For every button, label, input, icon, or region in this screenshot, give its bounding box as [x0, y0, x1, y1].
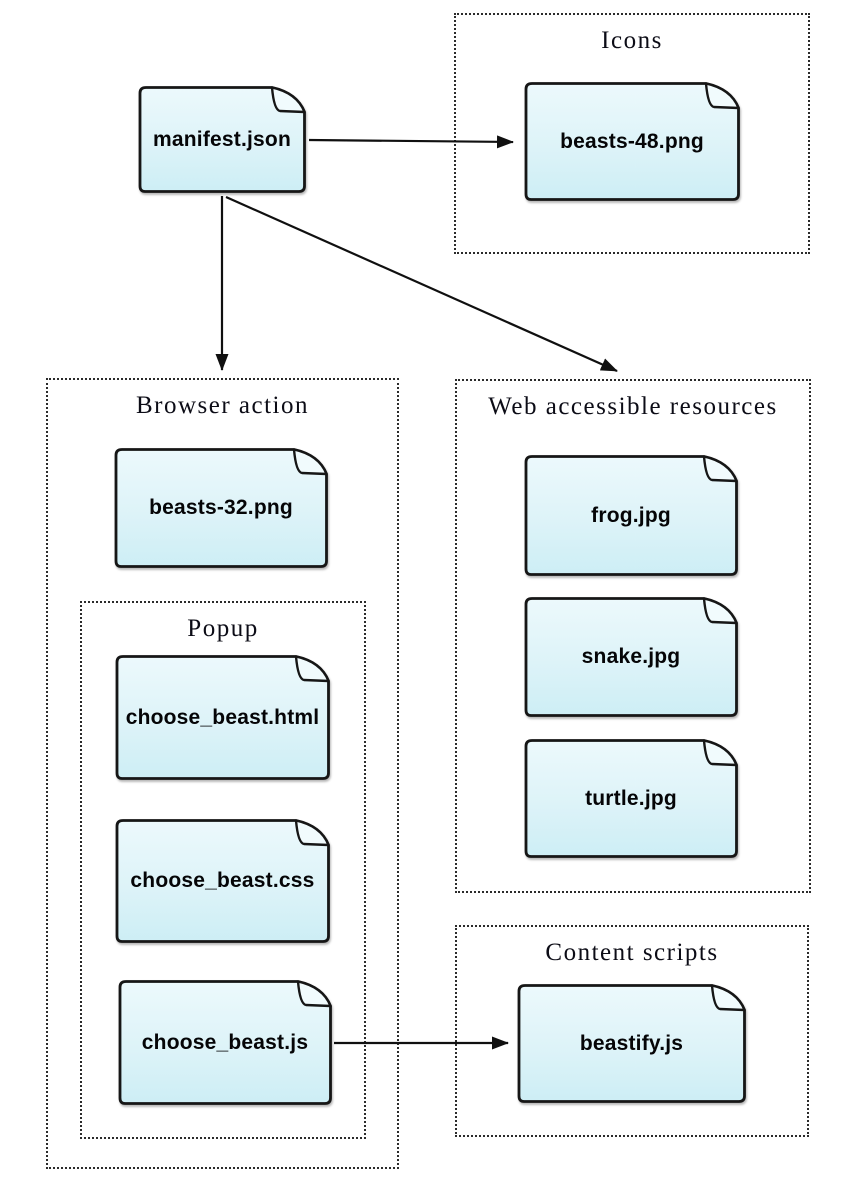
- file-node-choose-beast-js: choose_beast.js: [116, 978, 334, 1107]
- file-node-snake-jpg: snake.jpg: [522, 595, 740, 719]
- file-label-choose-beast-html: choose_beast.html: [125, 705, 320, 729]
- file-label-choose-beast-js: choose_beast.js: [141, 1030, 309, 1054]
- file-label-frog-jpg: frog.jpg: [591, 503, 671, 527]
- file-node-choose-beast-css: choose_beast.css: [113, 817, 332, 945]
- file-node-beastify-js: beastify.js: [515, 982, 748, 1105]
- document-shape-icon: [517, 984, 746, 1103]
- group-content-scripts: Content scripts: [455, 925, 809, 1137]
- file-label-snake-jpg: snake.jpg: [581, 645, 681, 668]
- document-shape-icon: [524, 739, 738, 858]
- document-shape-icon: [114, 448, 328, 568]
- file-label-choose-beast-css: choose_beast.css: [130, 869, 315, 892]
- group-browser-action-label: Browser action: [135, 392, 310, 419]
- file-node-beasts-32-png: beasts-32.png: [112, 446, 330, 570]
- file-node-beasts-48-png: beasts-48.png: [522, 80, 742, 203]
- group-icons-label: Icons: [601, 27, 663, 54]
- document-shape-icon: [115, 655, 330, 780]
- file-label-beasts-48-png: beasts-48.png: [560, 129, 704, 153]
- group-popup-label: Popup: [187, 615, 259, 642]
- file-node-frog-jpg: frog.jpg: [522, 453, 740, 578]
- document-shape-icon: [524, 455, 738, 576]
- file-label-turtle-jpg: turtle.jpg: [585, 786, 677, 810]
- file-node-choose-beast-html: choose_beast.html: [113, 653, 332, 782]
- group-popup: Popup: [80, 601, 366, 1139]
- file-node-turtle-jpg: turtle.jpg: [522, 737, 740, 860]
- document-shape-icon: [115, 819, 330, 943]
- document-shape-icon: [524, 597, 738, 717]
- file-label-beasts-32-png: beasts-32.png: [149, 496, 293, 519]
- group-content-scripts-label: Content scripts: [545, 939, 719, 966]
- file-label-manifest-json: manifest.json: [153, 127, 291, 151]
- group-web-accessible-resources-label: Web accessible resources: [488, 393, 778, 420]
- file-label-beastify-js: beastify.js: [579, 1031, 684, 1055]
- group-icons: Icons: [454, 13, 810, 254]
- file-node-manifest-json: manifest.json: [136, 84, 308, 195]
- group-web-accessible-resources: Web accessible resources: [455, 379, 811, 893]
- document-shape-icon: [118, 980, 332, 1105]
- document-shape-icon: [138, 86, 306, 193]
- group-browser-action: Browser action: [46, 378, 399, 1169]
